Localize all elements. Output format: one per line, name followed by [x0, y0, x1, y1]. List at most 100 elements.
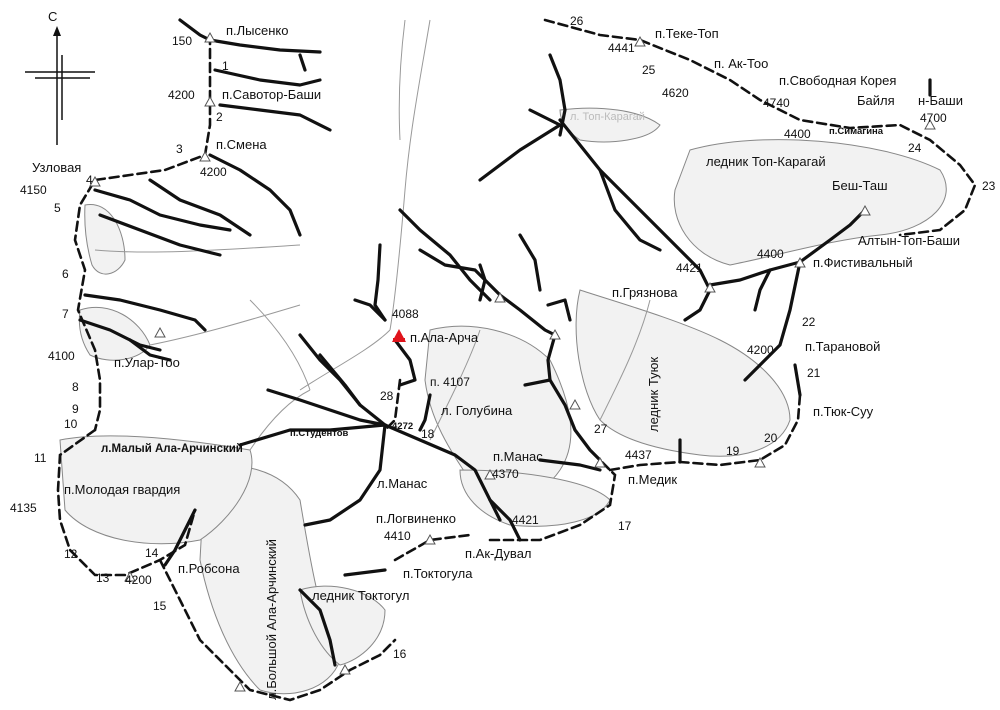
route-west — [73, 33, 212, 432]
label-teketop: п.Теке-Топ — [655, 26, 719, 41]
ridge-mid-3 — [398, 208, 492, 302]
ridge-festival-2 — [753, 268, 772, 312]
ridge-alaarcha-2 — [353, 298, 387, 322]
elevation-label: 4150 — [20, 183, 47, 197]
label-alaarcha: п.Ала-Арча — [410, 330, 479, 345]
peak-marker — [794, 256, 806, 268]
stream-5 — [149, 304, 301, 346]
stream-9 — [249, 299, 311, 391]
peak-markers — [89, 31, 936, 692]
waypoint-number: 12 — [64, 547, 78, 561]
waypoint-number: 17 — [618, 519, 632, 533]
stream-3 — [398, 19, 406, 141]
glaciers — [59, 107, 947, 695]
label-toktogul-glacier: ледник Токтогул — [312, 588, 409, 603]
ridge-manas-3 — [538, 458, 602, 472]
label-altyn: Алтын-Топ-Баши — [858, 233, 960, 248]
ridge-mid-9 — [518, 233, 542, 292]
label-smena: п.Смена — [216, 137, 267, 152]
ridge-gryaznova-2 — [558, 118, 712, 292]
label-robson: п.Робсона — [178, 561, 240, 576]
ridge-uzlovaya — [93, 188, 232, 232]
ridge-alaarcha-1 — [373, 243, 387, 322]
label-studentov: п.Студентов — [290, 428, 349, 439]
label-gryaznova: п.Грязнова — [612, 285, 678, 300]
elevation-label: 4272 — [392, 421, 413, 432]
route-toktogul — [393, 533, 472, 562]
waypoint-number: 15 — [153, 599, 167, 613]
elevation-label: 4421 — [676, 261, 703, 275]
peak-marker — [634, 35, 646, 47]
peak-marker — [704, 281, 716, 293]
label-topkaragai-faint: л. Топ-Карагай — [570, 111, 645, 123]
ridge-mid-7 — [478, 263, 487, 302]
waypoint-number: 25 — [642, 63, 656, 77]
compass-north-label: С — [48, 9, 57, 24]
ridge-lysenko-2 — [213, 68, 322, 87]
peak-marker — [154, 326, 166, 338]
label-bashi: н-Баши — [918, 93, 963, 108]
streams — [94, 19, 651, 451]
peak-marker — [204, 95, 216, 107]
ridges — [78, 18, 932, 667]
waypoint-number: 11 — [34, 451, 47, 465]
elevation-label: 4100 — [48, 349, 75, 363]
ridge-alaarcha-3 — [393, 338, 417, 387]
elevation-label: 4410 — [384, 529, 411, 543]
route-south — [158, 558, 397, 702]
label-uzlovaya: Узловая — [32, 160, 81, 175]
label-besh: Беш-Таш — [832, 178, 888, 193]
waypoint-number: 27 — [594, 422, 608, 436]
label-logvinenko: п.Логвиненко — [376, 511, 456, 526]
peak-marker — [569, 398, 581, 410]
peak-marker — [754, 456, 766, 468]
ridge-manas-1 — [303, 423, 387, 527]
ridge-toktogul-2 — [298, 588, 337, 667]
ridge-smena-2 — [148, 178, 252, 237]
ridge-tarnova — [743, 260, 802, 382]
peak-marker — [494, 291, 506, 303]
peak-marker — [484, 468, 496, 480]
ridge-savotor — [218, 103, 332, 132]
peak-marker — [204, 31, 216, 43]
label-svobodnaya: п.Свободная Корея — [779, 73, 896, 88]
glacier-tuyuk — [575, 289, 791, 457]
elevation-label: 4370 — [492, 467, 519, 481]
waypoint-number: 3 — [176, 142, 183, 156]
waypoint-number: 24 — [908, 141, 922, 155]
route-east-south — [488, 458, 617, 542]
ridge-studentov-4 — [238, 423, 387, 447]
label-manas: п.Манас — [493, 449, 543, 464]
label-bailyan: Байля — [857, 93, 895, 108]
location-marker-base — [393, 338, 405, 342]
ridge-mid-1 — [98, 213, 222, 257]
glacier-topkaragai — [673, 139, 947, 266]
peak-marker — [234, 680, 246, 692]
ridge-toktogul — [343, 568, 387, 577]
stream-1 — [389, 19, 431, 331]
peak-marker — [199, 150, 211, 162]
waypoint-number: 16 — [393, 647, 407, 661]
waypoint-number: 2 — [216, 110, 223, 124]
glacier-toktogul — [299, 585, 386, 666]
ridge-mid-10 — [546, 298, 572, 322]
label-festival: п.Фистивальный — [813, 255, 913, 270]
labels: п.Лысенко п.Савотор-Баши п.Смена Узловая… — [32, 23, 963, 700]
elevation-label: 4620 — [662, 86, 689, 100]
peak-marker — [549, 328, 561, 340]
compass: С — [25, 9, 95, 145]
peak-marker — [859, 204, 871, 216]
waypoint-number: 1 — [222, 59, 229, 73]
label-tuyuk: ледник Туюк — [646, 357, 661, 432]
peak-marker — [339, 663, 351, 675]
elevation-label: 4200 — [200, 165, 227, 179]
waypoint-number: 8 — [72, 380, 79, 394]
elevation-label: п. 4107 — [430, 375, 470, 389]
stream-2 — [299, 329, 391, 391]
waypoint-number: 9 — [72, 402, 79, 416]
label-golubina: л. Голубина — [441, 403, 513, 418]
label-topkaragai: ледник Топ-Карагай — [706, 154, 826, 169]
label-lysenko: п.Лысенко — [226, 23, 289, 38]
label-medik: п.Медик — [628, 472, 677, 487]
